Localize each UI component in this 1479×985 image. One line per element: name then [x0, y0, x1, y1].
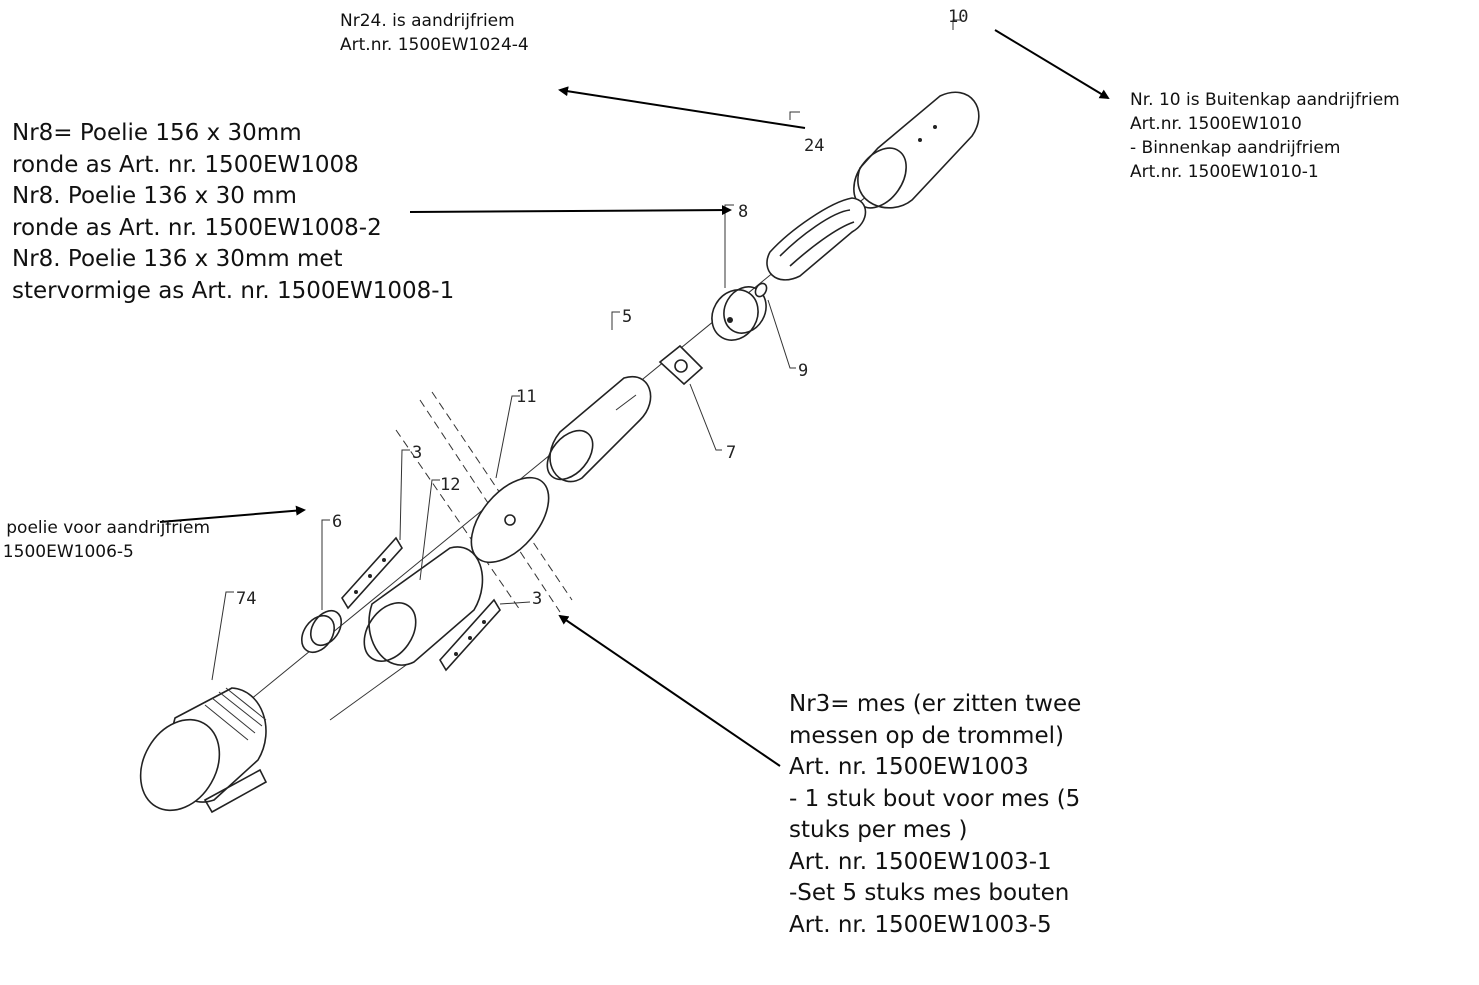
annotation-nr24: Nr24. is aandrijfriem Art.nr. 1500EW1024… [340, 9, 529, 57]
part-11-disc [470, 395, 550, 564]
annotation-line: . 1500EW1006-5 [0, 542, 134, 562]
arrow-nr3 [558, 614, 781, 767]
part-8-pulley [711, 204, 767, 341]
annotation-line: -Set 5 stuks mes bouten [789, 880, 1070, 906]
guide-line-1 [395, 429, 521, 611]
part-3-knife-lower [439, 598, 531, 672]
annotation-line: Nr8. Poelie 136 x 30 mm [12, 183, 297, 209]
arrow-nr24 [558, 86, 806, 129]
part-5-cylinder [546, 311, 652, 483]
annotation-line: ronde as Art. nr. 1500EW1008-2 [12, 214, 382, 241]
annotation-line: Art. nr. 1500EW1003-1 [789, 848, 1052, 875]
part-label-3-upper: 3 [412, 443, 422, 463]
part-10-belt-cover [853, 19, 980, 209]
annotation-nr10: Nr. 10 is Buitenkap aandrijfriem Art.nr.… [1130, 88, 1400, 184]
arrow-nr10 [994, 29, 1110, 100]
annotation-line: - 1 stuk bout voor mes (5 [789, 785, 1081, 812]
part-label-3-lower: 3 [532, 589, 542, 609]
part-label-6: 6 [332, 512, 342, 532]
annotation-line: ronde as Art. nr. 1500EW1008 [12, 151, 359, 178]
arrow-nr8 [409, 205, 732, 216]
part-12-drum [363, 479, 484, 666]
part-label-24: 24 [804, 136, 824, 156]
annotation-line: Nr3= mes (er zitten twee [789, 691, 1082, 717]
part-74-motor [139, 591, 268, 814]
arrow-nr6 [159, 505, 306, 523]
part-label-74: 74 [236, 589, 256, 609]
part-label-11: 11 [516, 387, 536, 407]
part-3-knife-upper [341, 449, 410, 610]
annotation-line: Art.nr. 1500EW1010-1 [1130, 162, 1319, 182]
annotation-line: Nr. 10 is Buitenkap aandrijfriem [1130, 90, 1400, 110]
annotation-line: stuks per mes ) [789, 817, 968, 843]
annotation-line: stervormige as Art. nr. 1500EW1008-1 [12, 277, 455, 304]
guide-line-2 [419, 399, 561, 613]
assembly-axis-lower [329, 654, 421, 721]
part-label-7: 7 [726, 443, 736, 463]
part-24-drive-belt [766, 111, 867, 281]
annotation-line: Nr8. Poelie 136 x 30mm met [12, 246, 343, 272]
annotation-line: messen op de trommel) [789, 722, 1064, 749]
annotation-nr6: s poelie voor aandrijfriem . 1500EW1006-… [0, 516, 210, 564]
part-label-5: 5 [622, 307, 632, 327]
part-label-10: 10 [948, 7, 968, 27]
annotation-nr3: Nr3= mes (er zitten twee messen op de tr… [789, 689, 1081, 941]
annotation-line: - Binnenkap aandrijfriem [1130, 138, 1341, 158]
part-7-bearing [658, 344, 722, 451]
annotation-line: Art. nr. 1500EW1003-5 [789, 911, 1052, 938]
guide-line-3 [431, 391, 573, 601]
annotation-line: s poelie voor aandrijfriem [0, 518, 211, 538]
part-6-pulley [300, 519, 343, 654]
annotation-line: Art.nr. 1500EW1024-4 [340, 35, 529, 55]
part-9-ring [754, 282, 796, 369]
annotation-line: Nr24. is aandrijfriem [340, 11, 515, 31]
part-label-12: 12 [440, 475, 460, 495]
annotation-line: Art. nr. 1500EW1003 [789, 754, 1029, 780]
part-label-8: 8 [738, 202, 748, 222]
annotation-line: Art.nr. 1500EW1010 [1130, 114, 1302, 134]
part-label-9: 9 [798, 361, 808, 381]
annotation-nr8: Nr8= Poelie 156 x 30mm ronde as Art. nr.… [12, 118, 454, 307]
annotation-line: Nr8= Poelie 156 x 30mm [12, 120, 302, 146]
